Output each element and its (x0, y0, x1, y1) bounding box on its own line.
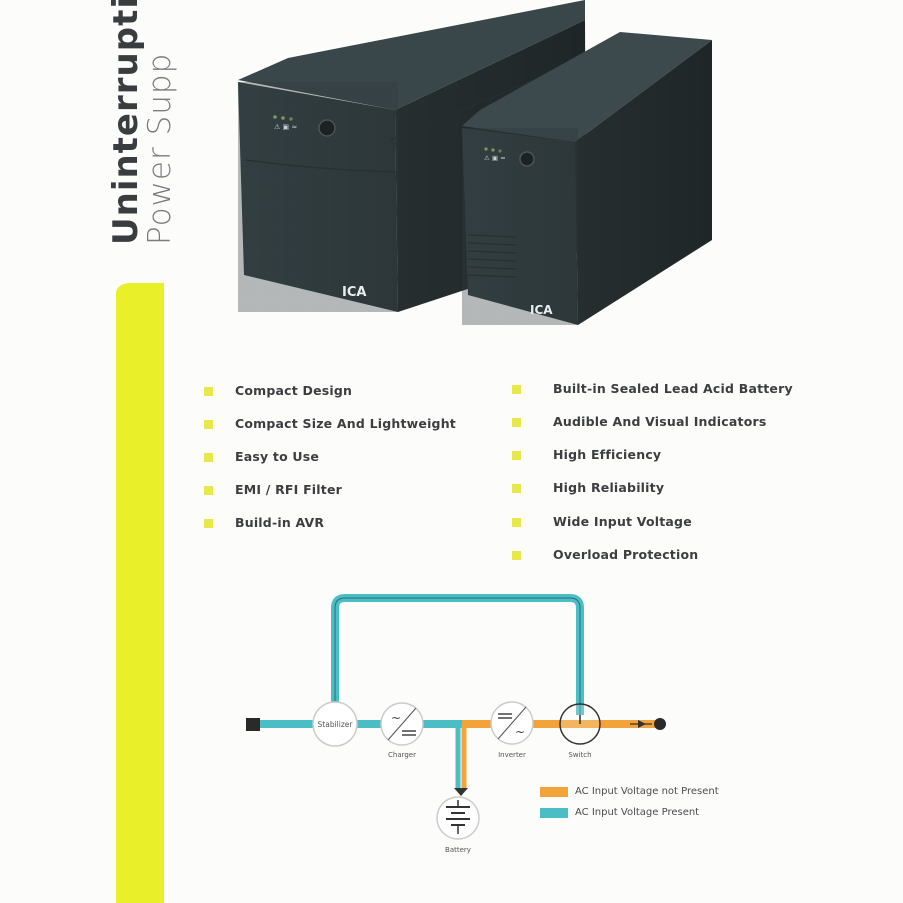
ups-large-indicator-icons: ⚠ ▣ ≈ (274, 123, 297, 131)
feature-item: Built-in Sealed Lead Acid Battery (553, 381, 793, 396)
ups-product-image: ⚠ ▣ ≈ ICA ⚠ ▣ ≈ ICA (238, 0, 712, 325)
bypass-line (331, 594, 584, 715)
feature-item: Compact Design (235, 383, 353, 398)
bullet-icon (512, 518, 521, 527)
stabilizer-label: Stabilizer (318, 720, 354, 729)
bullet-icon (204, 486, 213, 495)
charger-label: Charger (388, 751, 416, 759)
title-line-1: Uninterruptib (106, 0, 146, 245)
feature-item: High Efficiency (553, 447, 662, 462)
feature-item: Build-in AVR (235, 515, 325, 530)
legend-swatch-teal (540, 808, 568, 818)
feature-item: Easy to Use (235, 449, 320, 464)
accent-bar (116, 283, 164, 903)
bullet-icon (512, 451, 521, 460)
svg-text:~: ~ (391, 711, 401, 725)
output-terminal-icon (654, 718, 666, 730)
legend-label: AC Input Voltage not Present (575, 786, 719, 797)
ups-large-brand-logo: ICA (342, 285, 366, 300)
ups-small-indicator-icons: ⚠ ▣ ≈ (484, 154, 506, 162)
switch-label: Switch (568, 751, 591, 759)
bullet-icon (512, 484, 521, 493)
ups-small-brand-logo: ICA (530, 303, 553, 317)
bullet-icon (204, 453, 213, 462)
bullet-icon (204, 420, 213, 429)
page-title: Uninterruptib Power Supp (106, 0, 178, 245)
input-terminal-icon (246, 718, 260, 731)
inverter-label: Inverter (498, 751, 526, 759)
title-line-2: Power Supp (142, 52, 178, 245)
legend-label: AC Input Voltage Present (575, 807, 700, 818)
feature-item: Overload Protection (553, 547, 699, 562)
bullet-icon (512, 551, 521, 560)
bullet-icon (204, 519, 213, 528)
bullet-icon (512, 385, 521, 394)
svg-text:~: ~ (515, 725, 525, 739)
feature-item: Compact Size And Lightweight (235, 416, 456, 431)
ups-small: ⚠ ▣ ≈ ICA (462, 32, 712, 325)
feature-item: Audible And Visual Indicators (553, 414, 767, 429)
ups-block-diagram: Stabilizer ~ Charger ~ Inverter Switch B… (246, 594, 666, 854)
battery-label: Battery (445, 846, 471, 854)
legend-swatch-orange (540, 787, 568, 797)
feature-item: EMI / RFI Filter (235, 482, 342, 497)
bullet-icon (512, 418, 521, 427)
feature-item: Wide Input Voltage (553, 514, 692, 529)
feature-item: High Reliability (553, 480, 665, 495)
title-area: Uninterruptib Power Supp (100, 0, 180, 250)
bullet-icon (204, 387, 213, 396)
